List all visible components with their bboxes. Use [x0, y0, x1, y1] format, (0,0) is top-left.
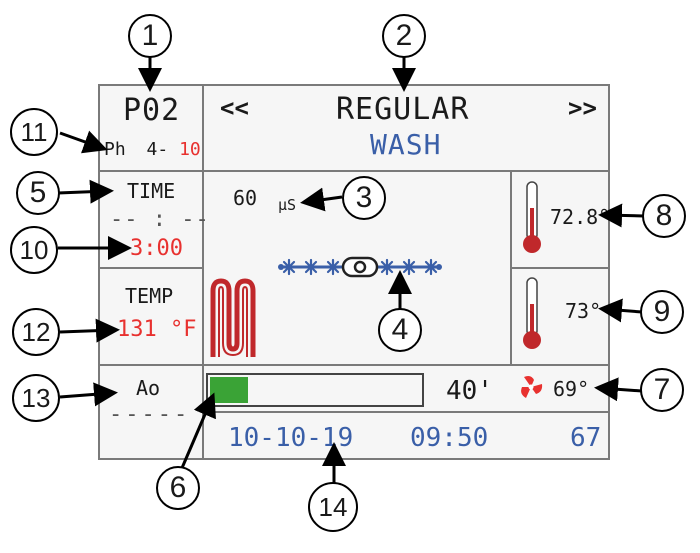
callout-8: 8 [642, 194, 686, 238]
fan-icon [521, 376, 543, 398]
callout-number: 4 [391, 313, 409, 346]
phase-label: Ph [104, 139, 126, 160]
phase-current: 4- [146, 139, 169, 160]
thermometer-icon [523, 181, 541, 253]
callout-9: 9 [640, 290, 684, 334]
time-placeholder: -- : -- [110, 207, 210, 232]
cycle-step: WASH [370, 128, 442, 161]
callout-5: 5 [16, 171, 60, 215]
callout-number: 9 [653, 295, 671, 328]
callout-number: 10 [19, 234, 49, 265]
callout-1: 1 [128, 14, 172, 58]
progress-bar [206, 373, 424, 407]
callout-number: 3 [355, 181, 373, 214]
ao-label: Ao [136, 376, 161, 400]
temp-label: TEMP [125, 284, 174, 308]
temp-value: 131 °F [117, 317, 197, 342]
divider [510, 267, 610, 269]
ao-placeholder: ----- [109, 402, 191, 427]
divider [98, 364, 610, 366]
callout-number: 14 [318, 491, 348, 522]
conductivity-value: 60 [233, 186, 258, 210]
divider [202, 84, 204, 460]
callout-number: 6 [169, 471, 187, 504]
program-code: P02 [123, 93, 181, 128]
phase-total: 10 [179, 139, 201, 160]
tank-temp-1: 72.8° [550, 205, 611, 229]
callout-12: 12 [12, 308, 60, 356]
callout-4: 4 [378, 308, 422, 352]
tank-temp-2: 73° [565, 299, 602, 323]
divider [98, 170, 610, 172]
callout-number: 13 [21, 382, 51, 413]
heater-icon [210, 278, 256, 357]
cycle-mode: REGULAR [336, 92, 470, 127]
thermometer-icon [523, 277, 541, 349]
divider [203, 411, 610, 413]
callout-10: 10 [10, 226, 58, 274]
progress-fill [210, 377, 248, 403]
callout-2: 2 [382, 14, 426, 58]
callout-14: 14 [308, 482, 358, 532]
callout-6: 6 [156, 466, 200, 510]
conductivity-unit: µS [278, 196, 297, 214]
fan-temp: 69° [553, 377, 590, 401]
callout-number: 5 [29, 176, 47, 209]
time-remaining: 3:00 [130, 236, 183, 261]
footer-time: 09:50 [410, 423, 489, 453]
callout-11: 11 [10, 108, 58, 156]
next-button[interactable]: >> [568, 94, 597, 122]
time-label: TIME [127, 179, 176, 203]
callout-number: 12 [21, 316, 51, 347]
divider [98, 267, 203, 269]
wash-arm-icon [278, 256, 442, 278]
callout-7: 7 [640, 368, 684, 412]
prev-button[interactable]: << [220, 94, 249, 122]
phase-indicator: Ph 4- 10 [104, 141, 201, 159]
callout-number: 11 [20, 116, 48, 147]
callout-number: 1 [141, 19, 159, 52]
callout-number: 7 [653, 373, 671, 406]
callout-13: 13 [12, 374, 60, 422]
callout-3: 3 [342, 176, 386, 220]
footer-count: 67 [570, 423, 602, 453]
callout-number: 2 [395, 19, 413, 52]
progress-minutes: 40' [446, 376, 493, 406]
callout-number: 8 [655, 199, 673, 232]
